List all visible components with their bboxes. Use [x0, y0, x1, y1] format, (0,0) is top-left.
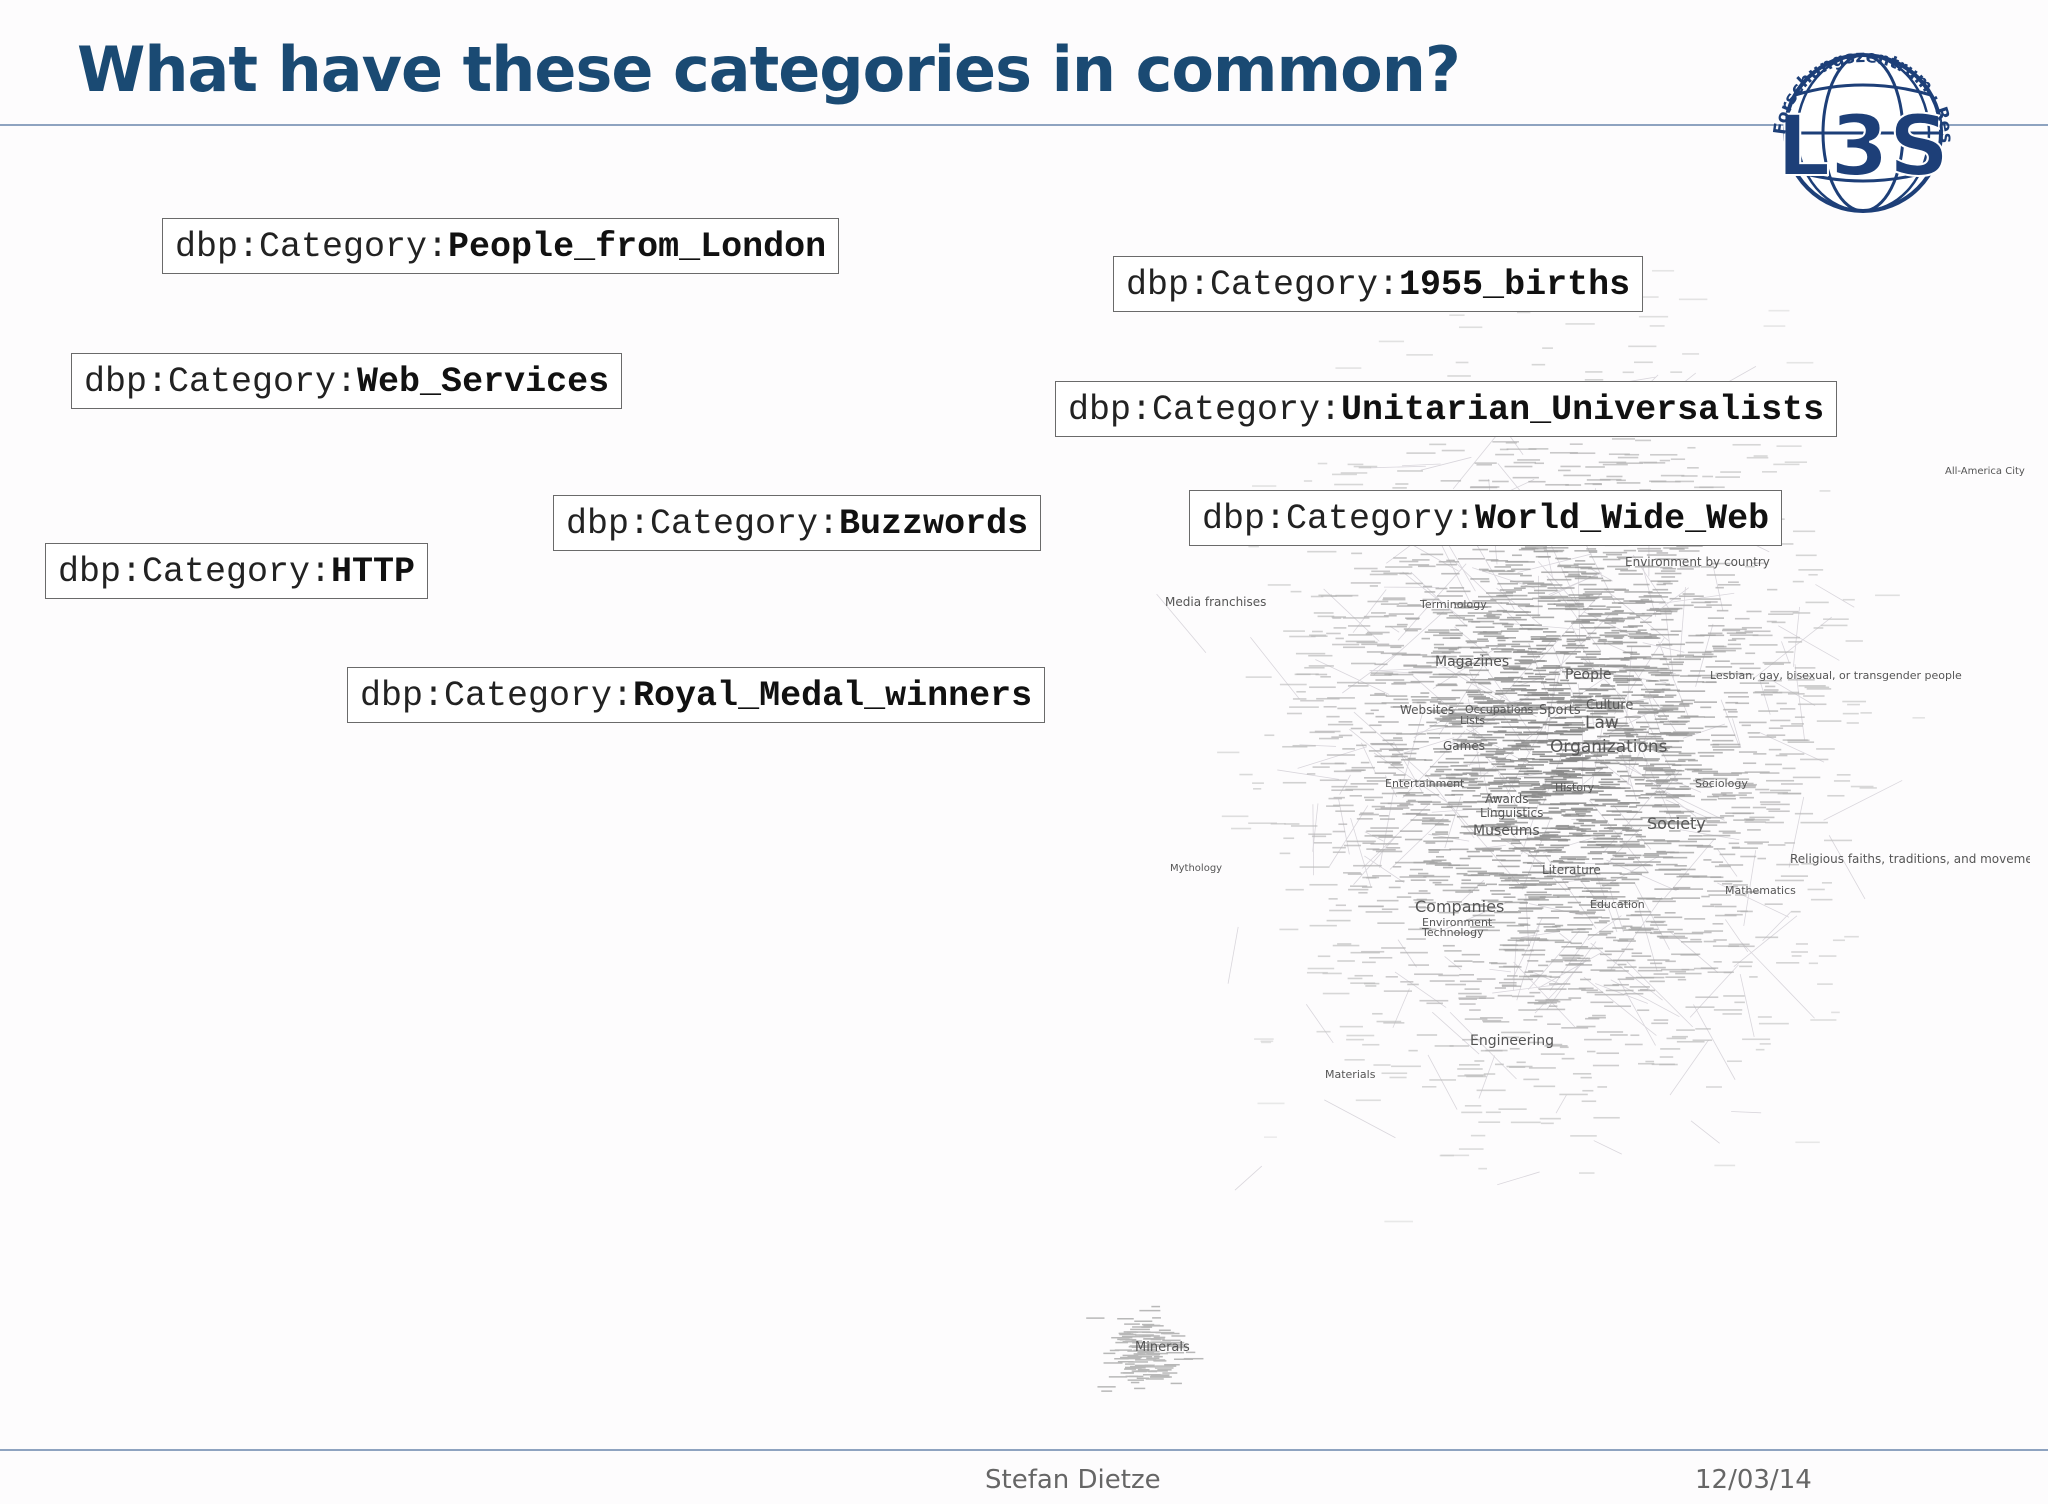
graph-node-label: Literature: [1542, 863, 1601, 877]
footer-divider: [0, 1449, 2048, 1451]
category-box-people-from-london: dbp:Category:People_from_London: [162, 218, 840, 274]
category-box-royal-medal-winners: dbp:Category:Royal_Medal_winners: [347, 667, 1046, 723]
graph-node-label: Environment by country: [1625, 555, 1770, 569]
graph-node-label: Religious faiths, traditions, and moveme…: [1790, 852, 2030, 866]
category-box-unitarian-universalists: dbp:Category:Unitarian_Universalists: [1055, 381, 1838, 437]
graph-node-label: Awards: [1485, 792, 1528, 806]
category-name: Buzzwords: [839, 504, 1029, 544]
category-name: HTTP: [331, 552, 416, 592]
footer-date: 12/03/14: [1695, 1465, 1812, 1495]
graph-node-label: Law: [1585, 713, 1619, 733]
graph-texture: [1086, 269, 1925, 1392]
graph-node-label: Linguistics: [1480, 806, 1543, 820]
graph-node-label: Sociology: [1695, 777, 1748, 790]
graph-node-label: Games: [1443, 739, 1485, 753]
logo-text: L3S: [1777, 97, 1949, 195]
category-name: People_from_London: [448, 227, 827, 267]
category-prefix: dbp:Category:: [360, 676, 634, 716]
graph-node-label: History: [1555, 781, 1595, 794]
graph-node-label: Organizations: [1550, 737, 1668, 757]
category-prefix: dbp:Category:: [1202, 499, 1476, 539]
graph-node-label: Lesbian, gay, bisexual, or transgender p…: [1710, 669, 1962, 682]
graph-node-label: Culture: [1586, 698, 1633, 713]
footer-author: Stefan Dietze: [985, 1465, 1161, 1495]
graph-node-label: Magazines: [1435, 654, 1509, 670]
graph-node-label: Websites: [1400, 703, 1454, 717]
graph-node-label: Technology: [1421, 926, 1484, 939]
category-prefix: dbp:Category:: [566, 504, 840, 544]
category-box-http: dbp:Category:HTTP: [45, 543, 429, 599]
graph-node-label: Museums: [1473, 823, 1540, 839]
category-box-world-wide-web: dbp:Category:World_Wide_Web: [1189, 490, 1783, 546]
category-prefix: dbp:Category:: [1068, 390, 1342, 430]
category-name: Unitarian_Universalists: [1341, 390, 1825, 430]
slide-title: What have these categories in common?: [77, 33, 1461, 106]
graph-node-label: Society: [1647, 814, 1706, 833]
graph-node-label: Terminology: [1419, 598, 1487, 611]
category-name: Web_Services: [357, 362, 610, 402]
graph-node-label: Mythology: [1170, 863, 1222, 874]
header-divider: [0, 124, 2048, 126]
category-name: 1955_births: [1399, 265, 1631, 305]
graph-node-label: Environment: [1422, 916, 1493, 929]
category-name: Royal_Medal_winners: [633, 676, 1033, 716]
graph-node-label: Materials: [1325, 1068, 1376, 1081]
graph-node-label: All-America City: [1945, 466, 2025, 477]
category-prefix: dbp:Category:: [1126, 265, 1400, 305]
category-box-web-services: dbp:Category:Web_Services: [71, 353, 623, 409]
graph-node-label: Engineering: [1470, 1033, 1554, 1049]
category-prefix: dbp:Category:: [84, 362, 358, 402]
category-prefix: dbp:Category:: [58, 552, 332, 592]
graph-node-label: Companies: [1415, 897, 1504, 916]
category-name: World_Wide_Web: [1475, 499, 1770, 539]
graph-node-label: Mathematics: [1725, 884, 1796, 897]
category-box-buzzwords: dbp:Category:Buzzwords: [553, 495, 1042, 551]
graph-node-label: Occupations: [1465, 703, 1534, 716]
l3s-logo: L3S Forschungszentrum · Research Center: [1739, 0, 1980, 230]
graph-node-label: Sports: [1539, 703, 1581, 718]
category-box-1955-births: dbp:Category:1955_births: [1113, 256, 1644, 312]
graph-node-label: Entertainment: [1385, 777, 1465, 790]
category-prefix: dbp:Category:: [175, 227, 449, 267]
graph-node-label: Education: [1590, 898, 1645, 911]
graph-node-label: Minerals: [1135, 1340, 1190, 1355]
graph-node-label: People: [1565, 667, 1612, 683]
graph-node-label: Media franchises: [1165, 595, 1266, 609]
graph-node-label: Lists: [1460, 714, 1485, 727]
